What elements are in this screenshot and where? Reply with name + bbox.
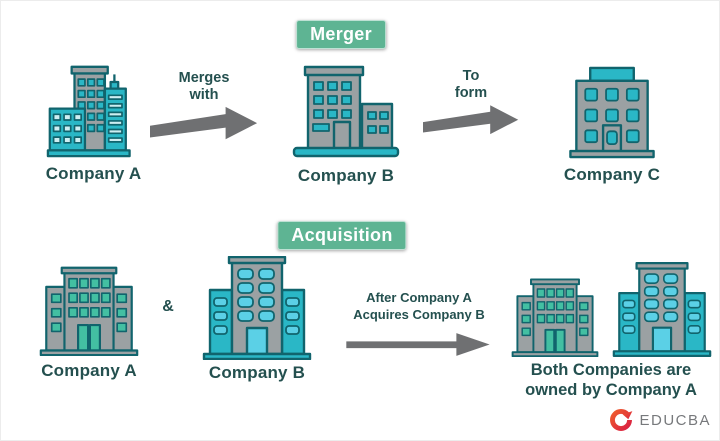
company-a-acq-building-icon: [39, 265, 139, 356]
acquisition-company-a-label: Company A: [41, 361, 137, 380]
acquisition-badge: Acquisition: [277, 221, 407, 250]
merger-badge: Merger: [296, 20, 386, 49]
acquires-arrow-group: After Company A Acquires Company B: [334, 290, 504, 358]
ampersand-text: &: [162, 298, 174, 315]
merger-company-a-figure: Company A: [21, 63, 166, 184]
merger-company-c-figure: Company C: [551, 62, 673, 185]
merger-company-c-label: Company C: [563, 165, 661, 184]
acquisition-company-a-figure: Company A: [19, 265, 159, 381]
owned-company-b-building-icon: [612, 262, 712, 357]
acquisition-result-label: Both Companies are owned by Company A: [525, 361, 697, 400]
owned-company-a-building-icon: [511, 277, 599, 357]
to-form-arrow-group: To form: [421, 68, 521, 137]
acquisition-company-b-label: Company B: [208, 363, 306, 382]
acquires-arrow-icon: [345, 331, 493, 358]
acquires-label: After Company A Acquires Company B: [353, 290, 485, 322]
to-form-label: To form: [454, 68, 488, 101]
educba-logo-text: EDUCBA: [639, 411, 711, 429]
owned-companies-icons: [507, 262, 715, 357]
acquisition-company-b-figure: Company B: [191, 256, 323, 383]
educba-logo: EDUCBA: [608, 407, 711, 433]
acquisition-result-figure: Both Companies are owned by Company A: [507, 262, 715, 400]
educba-e-mark-icon: [608, 407, 634, 433]
merger-company-a-label: Company A: [45, 164, 142, 183]
company-b-acq-building-icon: [202, 256, 312, 360]
merger-company-b-label: Company B: [297, 166, 395, 185]
merger-company-b-figure: Company B: [278, 60, 414, 186]
merges-with-arrow-group: Merges with: [147, 70, 261, 142]
merges-with-label: Merges with: [178, 70, 230, 103]
